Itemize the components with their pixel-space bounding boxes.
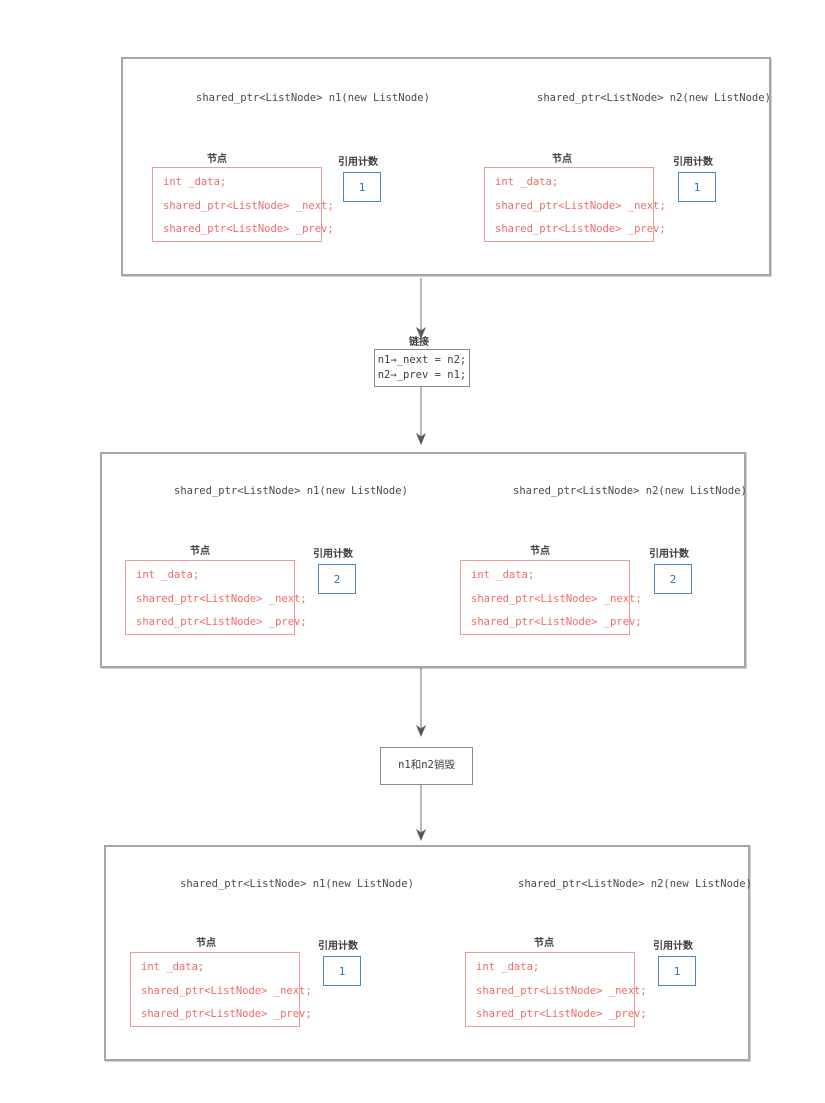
stage-1-right-count-value: 1 — [693, 180, 701, 194]
stage-3-right-count-value: 1 — [673, 964, 681, 978]
stage-1-right-count-caption: 引用计数 — [673, 157, 713, 168]
stage-1-left-node-box: int _data; shared_ptr<ListNode> _next; s… — [152, 167, 334, 242]
node-field: int _data; — [495, 176, 559, 188]
node-field: int _data; — [471, 569, 535, 581]
stage-1-left-node-caption: 节点 — [207, 154, 227, 165]
stage-3-right-count-caption: 引用计数 — [653, 941, 693, 952]
node-field: shared_ptr<ListNode> _next; — [141, 984, 312, 997]
node-field: shared_ptr<ListNode> _prev; — [495, 223, 666, 235]
stage-2-right-node-box: int _data; shared_ptr<ListNode> _next; s… — [460, 560, 642, 635]
stage-3-left-declaration: shared_ptr<ListNode> n1(new ListNode) — [180, 878, 414, 890]
node-field: int _data; — [163, 176, 227, 188]
stage-1-right-count-box: 1 — [678, 172, 716, 202]
stage-2-right-node-caption: 节点 — [530, 546, 550, 557]
stage-1-left-declaration: shared_ptr<ListNode> n1(new ListNode) — [196, 92, 430, 104]
connector-1-line-1: n1→_next = n2; — [377, 353, 467, 366]
node-field: shared_ptr<ListNode> _prev; — [136, 616, 307, 628]
stage-2-left-count-caption: 引用计数 — [313, 549, 353, 560]
stage-2-left-node-caption: 节点 — [190, 546, 210, 557]
stage-3-left-node-box: int _data; shared_ptr<ListNode> _next; s… — [130, 952, 312, 1027]
stage-1-left-count-box: 1 — [343, 172, 381, 202]
stage-2-right-count-value: 2 — [669, 572, 677, 586]
stage-1-panel — [121, 57, 771, 276]
stage-2-right-count-box: 2 — [654, 564, 692, 594]
node-field: shared_ptr<ListNode> _next; — [495, 199, 666, 212]
stage-2-right-count-caption: 引用计数 — [649, 549, 689, 560]
node-field: int _data; — [141, 961, 205, 973]
node-field: shared_ptr<ListNode> _prev; — [476, 1008, 647, 1020]
stage-2-left-declaration: shared_ptr<ListNode> n1(new ListNode) — [174, 485, 408, 497]
connector-2-box: n1和n2销毁 — [380, 747, 473, 785]
stage-2-right-declaration: shared_ptr<ListNode> n2(new ListNode) — [513, 485, 747, 497]
stage-3-right-node-box: int _data; shared_ptr<ListNode> _next; s… — [465, 952, 647, 1027]
node-field: shared_ptr<ListNode> _next; — [163, 199, 334, 212]
connector-1-label: 链接 — [409, 337, 429, 348]
node-field: shared_ptr<ListNode> _prev; — [163, 223, 334, 235]
stage-3-left-count-box: 1 — [323, 956, 361, 986]
stage-3-left-node-caption: 节点 — [196, 938, 216, 949]
node-field: shared_ptr<ListNode> _next; — [476, 984, 647, 997]
stage-2-left-node-box: int _data; shared_ptr<ListNode> _next; s… — [125, 560, 307, 635]
stage-1-right-node-caption: 节点 — [552, 154, 572, 165]
stage-3-right-declaration: shared_ptr<ListNode> n2(new ListNode) — [518, 878, 752, 890]
stage-1-left-count-value: 1 — [358, 180, 366, 194]
node-field: shared_ptr<ListNode> _next; — [471, 592, 642, 605]
node-field: shared_ptr<ListNode> _prev; — [141, 1008, 312, 1020]
stage-1-right-declaration: shared_ptr<ListNode> n2(new ListNode) — [537, 92, 771, 104]
stage-3-right-count-box: 1 — [658, 956, 696, 986]
node-field: shared_ptr<ListNode> _prev; — [471, 616, 642, 628]
stage-2-left-count-value: 2 — [333, 572, 341, 586]
connector-2-line-1: n1和n2销毁 — [398, 759, 455, 772]
node-field: shared_ptr<ListNode> _next; — [136, 592, 307, 605]
connector-1-line-2: n2→_prev = n1; — [377, 369, 467, 381]
stage-1-left-count-caption: 引用计数 — [338, 157, 378, 168]
stage-3-right-node-caption: 节点 — [534, 938, 554, 949]
connector-1-box: n1→_next = n2; n2→_prev = n1; — [374, 349, 470, 387]
stage-1-right-node-box: int _data; shared_ptr<ListNode> _next; s… — [484, 167, 666, 242]
node-field: int _data; — [476, 961, 540, 973]
stage-2-left-count-box: 2 — [318, 564, 356, 594]
stage-3-left-count-caption: 引用计数 — [318, 941, 358, 952]
stage-3-left-count-value: 1 — [338, 964, 346, 978]
node-field: int _data; — [136, 569, 200, 581]
